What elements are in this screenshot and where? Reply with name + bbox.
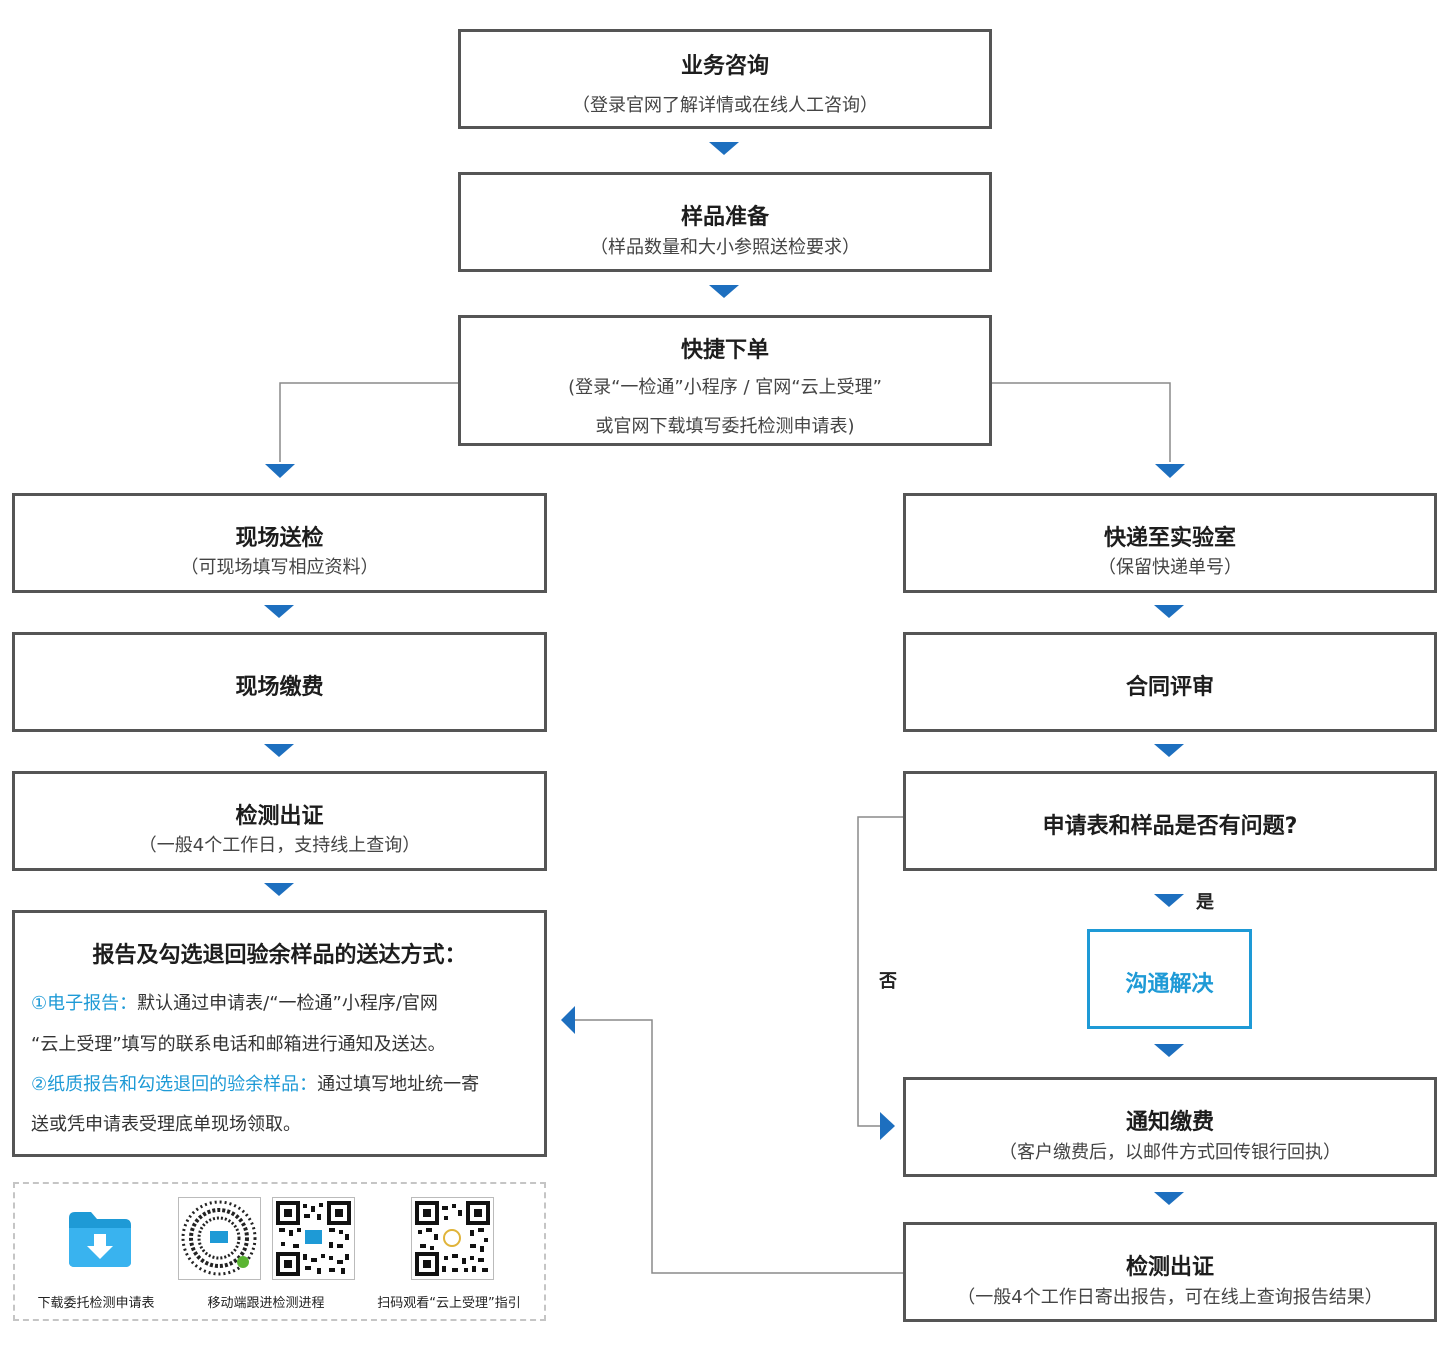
step-express-sub: （保留快递单号） [1098,557,1242,578]
mobile-qr-code[interactable] [272,1197,355,1280]
delivery-item1-line1: ①电子报告：默认通过申请表/“一检通”小程序/官网 [31,989,438,1015]
delivery-item2-line2: 送或凭申请表受理底单现场领取。 [31,1114,301,1135]
step-onsite-cert: 检测出证 （一般4个工作日，支持线上查询） [12,771,547,871]
delivery-methods-box: 报告及勾选退回验余样品的送达方式： ①电子报告：默认通过申请表/“一检通”小程序… [12,910,547,1157]
step-onsite-pay-title: 现场缴费 [235,675,324,700]
guide-caption: 扫码观看“云上受理”指引 [377,1296,521,1311]
arrow-down-left-4 [264,744,294,757]
step-onsite-submit: 现场送检 （可现场填写相应资料） [12,493,547,593]
step-onsite-submit-sub: （可现场填写相应资料） [180,557,379,578]
mobile-caption: 移动端跟进检测进程 [207,1296,325,1311]
step-sample-prep: 样品准备 （样品数量和大小参照送检要求） [458,172,992,272]
step-quick-order: 快捷下单 (登录“一检通”小程序 / 官网“云上受理” 或官网下载填写委托检测申… [458,315,992,446]
step-express: 快递至实验室 （保留快递单号） [903,493,1437,593]
step-contract-review: 合同评审 [903,632,1437,732]
step-onsite-submit-title: 现场送检 [235,526,324,551]
arrow-down-yes [1154,894,1184,907]
step-express-cert: 检测出证 （一般4个工作日寄出报告，可在线上查询报告结果） [903,1222,1437,1322]
arrow-down-right-3 [1154,605,1184,618]
step-express-cert-title: 检测出证 [1125,1255,1214,1280]
arrow-right-no [880,1112,895,1140]
step-consult: 业务咨询 （登录官网了解详情或在线人工咨询） [458,29,992,129]
step-onsite-cert-title: 检测出证 [235,804,324,829]
label-no: 否 [879,971,897,992]
delivery-item1-label: ①电子报告： [31,993,138,1014]
step-onsite-cert-sub: （一般4个工作日，支持线上查询） [138,835,421,856]
delivery-item2-text1: 通过填写地址统一寄 [317,1074,480,1095]
arrow-down-resolve [1154,1044,1184,1057]
delivery-item2-label: ②纸质报告和勾选退回的验余样品： [31,1074,318,1095]
step-resolve-title: 沟通解决 [1125,972,1214,997]
arrow-down-2 [709,285,739,298]
guide-qr-code[interactable] [411,1197,494,1280]
arrow-down-right-4 [1154,744,1184,757]
step-quick-order-sub1: (登录“一检通”小程序 / 官网“云上受理” [568,377,882,398]
step-resolve: 沟通解决 [1087,929,1252,1029]
step-sample-prep-sub: （样品数量和大小参照送检要求） [590,237,860,258]
arrow-down-left-branch [265,464,295,478]
step-contract-review-title: 合同评审 [1125,675,1214,700]
step-onsite-pay: 现场缴费 [12,632,547,732]
mini-program-code[interactable] [178,1197,261,1280]
step-quick-order-title: 快捷下单 [680,338,769,363]
arrow-down-left-3 [264,605,294,618]
arrow-down-right-branch [1155,464,1185,478]
step-express-cert-sub: （一般4个工作日寄出报告，可在线上查询报告结果） [957,1287,1383,1308]
step-express-title: 快递至实验室 [1103,526,1236,551]
step-notify-pay-title: 通知缴费 [1125,1110,1214,1135]
resources-box [13,1182,546,1321]
delivery-methods-title: 报告及勾选退回验余样品的送达方式： [92,943,467,968]
arrow-down-left-5 [264,883,294,896]
arrow-down-1 [709,142,739,155]
step-notify-pay: 通知缴费 （客户缴费后，以邮件方式回传银行回执） [903,1077,1437,1177]
arrow-down-right-6 [1154,1192,1184,1205]
delivery-item2-line1: ②纸质报告和勾选退回的验余样品：通过填写地址统一寄 [31,1070,479,1096]
step-consult-title: 业务咨询 [680,54,769,79]
arrow-left-delivery [561,1006,575,1034]
step-sample-prep-title: 样品准备 [680,205,769,230]
download-folder-icon[interactable] [67,1210,133,1268]
step-notify-pay-sub: （客户缴费后，以邮件方式回传银行回执） [999,1142,1341,1163]
label-yes: 是 [1196,892,1214,913]
delivery-item1-text1: 默认通过申请表/“一检通”小程序/官网 [137,993,438,1014]
step-quick-order-sub2: 或官网下载填写委托检测申请表) [595,416,855,437]
step-consult-sub: （登录官网了解详情或在线人工咨询） [572,95,878,116]
step-question-title: 申请表和样品是否有问题? [1042,814,1298,839]
download-caption: 下载委托检测申请表 [37,1296,155,1311]
step-question: 申请表和样品是否有问题? [903,771,1437,871]
delivery-item1-line2: “云上受理”填写的联系电话和邮箱进行通知及送达。 [31,1034,446,1055]
